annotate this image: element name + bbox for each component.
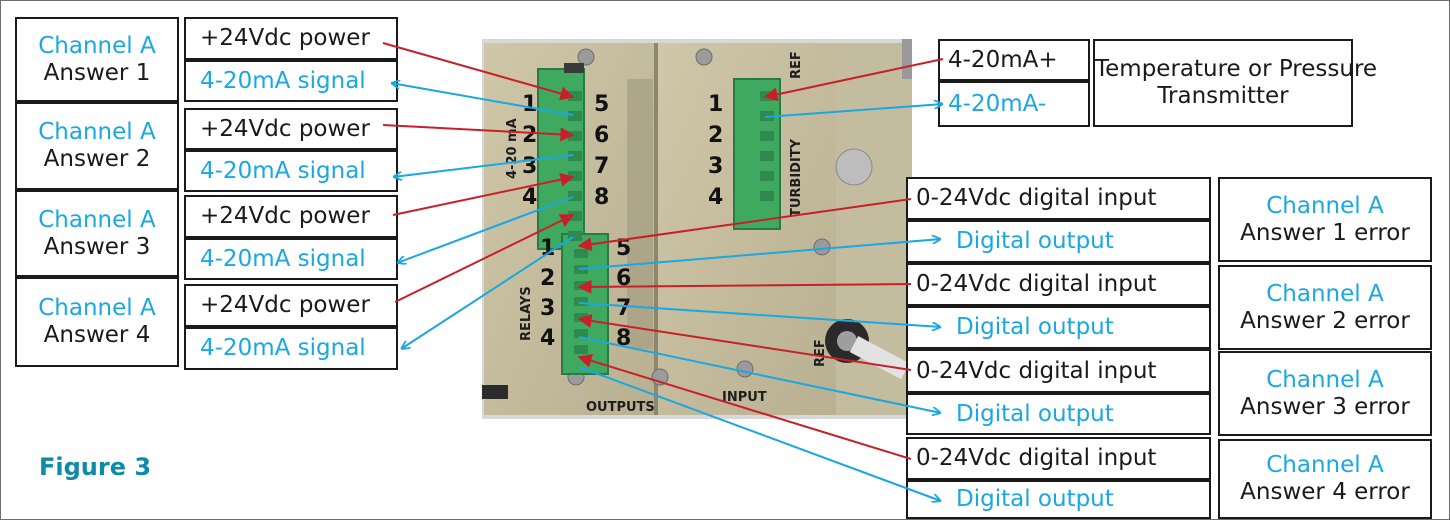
channel-label: Channel A: [1266, 280, 1384, 307]
digital-input-box-3: 0-24Vdc digital input: [906, 349, 1211, 393]
digital-output-box-4: Digital output: [906, 480, 1211, 519]
ref-label-bottom: REF: [813, 339, 828, 367]
signal-box-3: 4-20mA signal: [184, 238, 398, 280]
block-label-relays: RELAYS: [519, 286, 534, 341]
power-label: +24Vdc power: [200, 203, 370, 229]
channel-a-answer-4-box: Channel A Answer 4: [15, 277, 179, 367]
outputs-label: OUTPUTS: [586, 400, 655, 415]
channel-label: Channel A: [38, 119, 156, 145]
power-box-2: +24Vdc power: [184, 108, 398, 150]
figure-caption: Figure 3: [39, 453, 152, 481]
digital-input-box-2: 0-24Vdc digital input: [906, 263, 1211, 306]
answer-label: Answer 1: [43, 59, 151, 86]
terminal-number: 2: [540, 266, 555, 291]
signal-label: 4-20mA signal: [200, 335, 366, 361]
power-box-1: +24Vdc power: [184, 17, 398, 60]
channel-label: Channel A: [38, 32, 156, 59]
answer-4-error-box: Channel A Answer 4 error: [1218, 439, 1432, 519]
answer-label: Answer 3: [43, 233, 151, 260]
digital-output-label: Digital output: [956, 400, 1114, 427]
channel-label: Channel A: [38, 295, 156, 321]
terminal-number: 7: [616, 296, 631, 321]
terminal-number: 8: [616, 326, 631, 351]
terminal-number: 7: [594, 154, 609, 179]
digital-input-box-4: 0-24Vdc digital input: [906, 437, 1211, 480]
error-label: Answer 4 error: [1240, 479, 1410, 505]
channel-label: Channel A: [1266, 366, 1384, 393]
terminal-number: 4: [708, 185, 723, 210]
power-box-4: +24Vdc power: [184, 284, 398, 327]
digital-input-label: 0-24Vdc digital input: [916, 271, 1157, 297]
digital-output-label: Digital output: [956, 228, 1114, 254]
block-label-4-20ma: 4-20 mA: [505, 118, 520, 179]
channel-a-answer-2-box: Channel A Answer 2: [15, 102, 179, 190]
transmitter-name-line1: Temperature or Pressure: [1095, 56, 1378, 82]
power-label: +24Vdc power: [200, 292, 370, 318]
terminal-number: 2: [522, 123, 537, 148]
terminal-number: 3: [708, 154, 723, 179]
signal-label: 4-20mA signal: [200, 157, 366, 184]
terminal-number: 3: [540, 296, 555, 321]
error-label: Answer 3 error: [1240, 393, 1410, 420]
channel-label: Channel A: [1266, 452, 1384, 478]
error-label: Answer 1 error: [1240, 219, 1410, 246]
transmitter-minus-box: 4-20mA-: [938, 81, 1090, 127]
block-label-turbidity: TURBIDITY: [789, 138, 804, 217]
ref-label-top: REF: [789, 51, 804, 79]
terminal-number: 4: [522, 185, 537, 210]
signal-box-2: 4-20mA signal: [184, 150, 398, 192]
terminal-number: 1: [522, 92, 537, 117]
answer-2-error-box: Channel A Answer 2 error: [1218, 265, 1432, 350]
terminal-number: 3: [522, 154, 537, 179]
digital-output-box-3: Digital output: [906, 393, 1211, 435]
power-label: +24Vdc power: [200, 25, 370, 51]
terminal-number: 5: [616, 236, 631, 261]
channel-a-answer-3-box: Channel A Answer 3: [15, 190, 179, 277]
answer-label: Answer 4: [43, 322, 151, 348]
transmitter-plus-label: 4-20mA+: [948, 46, 1058, 73]
channel-a-answer-1-box: Channel A Answer 1: [15, 17, 179, 102]
terminal-number: 1: [708, 92, 723, 117]
signal-box-4: 4-20mA signal: [184, 327, 398, 370]
terminal-number: 8: [594, 185, 609, 210]
digital-output-label: Digital output: [956, 486, 1114, 512]
power-label: +24Vdc power: [200, 115, 370, 142]
digital-input-label: 0-24Vdc digital input: [916, 445, 1157, 471]
digital-output-label: Digital output: [956, 314, 1114, 340]
digital-input-label: 0-24Vdc digital input: [916, 185, 1157, 211]
answer-3-error-box: Channel A Answer 3 error: [1218, 351, 1432, 436]
digital-input-label: 0-24Vdc digital input: [916, 357, 1157, 384]
answer-1-error-box: Channel A Answer 1 error: [1218, 177, 1432, 262]
digital-output-box-1: Digital output: [906, 220, 1211, 263]
transmitter-name-line2: Transmitter: [1157, 83, 1289, 109]
terminal-number: 2: [708, 123, 723, 148]
answer-label: Answer 2: [43, 146, 151, 172]
input-label: INPUT: [722, 390, 767, 405]
terminal-panel-photo: 1 2 3 4 5 6 7 8 1 2 3 4 5 6 7 8 1 2 3 4 …: [482, 39, 912, 419]
terminal-number: 6: [616, 266, 631, 291]
signal-label: 4-20mA signal: [200, 245, 366, 272]
signal-label: 4-20mA signal: [200, 67, 366, 94]
channel-label: Channel A: [38, 206, 156, 233]
terminal-number: 5: [594, 92, 609, 117]
transmitter-name-box: Temperature or Pressure Transmitter: [1093, 39, 1378, 127]
power-box-3: +24Vdc power: [184, 195, 398, 238]
terminal-number: 4: [540, 326, 555, 351]
terminal-number: 6: [594, 123, 609, 148]
channel-label: Channel A: [1266, 192, 1384, 219]
digital-output-box-2: Digital output: [906, 306, 1211, 349]
terminal-number: 1: [540, 236, 555, 261]
signal-box-1: 4-20mA signal: [184, 60, 398, 102]
error-label: Answer 2 error: [1240, 307, 1410, 334]
transmitter-plus-box: 4-20mA+: [938, 39, 1090, 81]
digital-input-box-1: 0-24Vdc digital input: [906, 177, 1211, 220]
transmitter-minus-label: 4-20mA-: [948, 90, 1047, 117]
